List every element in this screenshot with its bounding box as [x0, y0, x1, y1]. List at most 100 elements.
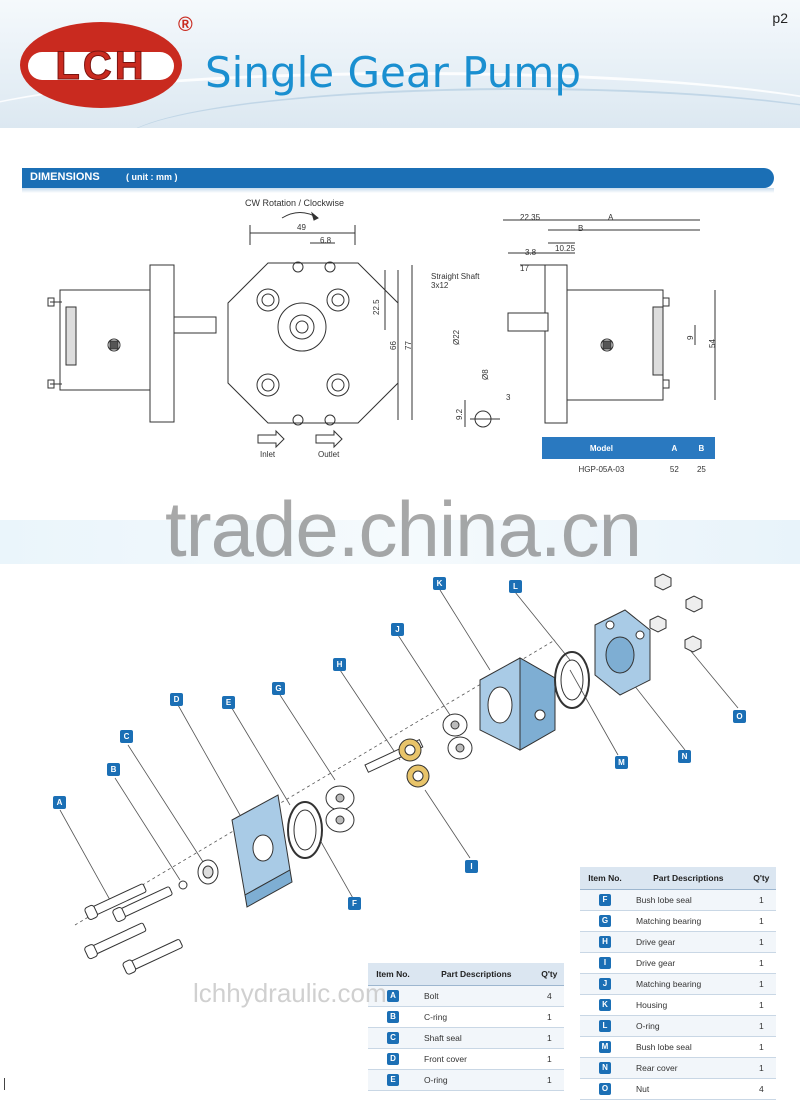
part-description: Bush lobe seal — [630, 1036, 747, 1058]
nuts — [649, 573, 703, 653]
part-qty: 1 — [746, 931, 776, 953]
dim-3: 3 — [506, 393, 511, 402]
part-qty: 1 — [746, 889, 776, 911]
dim-6-8: 6.8 — [320, 236, 332, 245]
part-description: Bush lobe seal — [630, 889, 747, 911]
item-no: F — [599, 894, 611, 906]
dim-49: 49 — [297, 223, 306, 232]
item-no: N — [599, 1062, 611, 1074]
bearing-j — [442, 713, 473, 760]
col-model: Model — [542, 437, 661, 459]
tag-m: M — [615, 756, 628, 769]
tag-f: F — [348, 897, 361, 910]
logo-text: LCH — [55, 44, 147, 89]
part-description: Drive gear — [630, 931, 747, 953]
part-qty: 1 — [746, 952, 776, 974]
bearing-g — [325, 785, 355, 833]
page-number: p2 — [772, 10, 788, 26]
exploded-view — [59, 573, 739, 975]
tag-g: G — [272, 682, 285, 695]
dimension-drawings — [47, 211, 716, 449]
tag-o: O — [733, 710, 746, 723]
part-qty: 1 — [534, 1069, 564, 1091]
col-a: A — [660, 437, 688, 459]
dim-A: A — [608, 213, 614, 222]
part-description: Bolt — [418, 985, 535, 1007]
side-view-right — [464, 219, 716, 428]
dim-B: B — [578, 224, 584, 233]
item-no: I — [599, 957, 611, 969]
col-qty: Q'ty — [746, 867, 776, 890]
item-no: H — [599, 936, 611, 948]
tag-j: J — [391, 623, 404, 636]
table-row: HGP-05A-03 52 25 — [542, 459, 715, 479]
part-qty: 1 — [534, 1006, 564, 1028]
item-no: M — [599, 1041, 611, 1053]
part-description: Front cover — [418, 1048, 535, 1070]
tag-k: K — [433, 577, 446, 590]
registered-mark: ® — [178, 14, 193, 36]
flow-arrows — [257, 429, 343, 449]
tag-e: E — [222, 696, 235, 709]
drive-gears — [364, 738, 430, 788]
item-no: A — [387, 990, 399, 1002]
model-table-header: Model A B — [542, 437, 715, 459]
light-band — [0, 520, 800, 564]
part-qty: 1 — [746, 910, 776, 932]
tag-d: D — [170, 693, 183, 706]
col-item-no: Item No. — [580, 867, 630, 890]
col-description: Part Descriptions — [630, 867, 747, 890]
page-title: Single Gear Pump — [205, 48, 581, 97]
col-description: Part Descriptions — [418, 963, 535, 986]
dim-dia-8: Ø8 — [481, 369, 490, 380]
dimensions-section-bar: DIMENSIONS ( unit : mm ) — [22, 168, 774, 188]
front-cover-part — [231, 794, 293, 908]
a-cell: 52 — [669, 464, 679, 474]
part-description: Rear cover — [630, 1057, 747, 1079]
dim-9: 9 — [686, 335, 695, 340]
item-no: E — [387, 1074, 399, 1086]
part-description: Drive gear — [630, 952, 747, 974]
header-wave — [120, 88, 800, 128]
item-no: J — [599, 978, 611, 990]
dimensions-heading: DIMENSIONS — [30, 171, 100, 183]
b-cell: 25 — [696, 464, 706, 474]
part-qty: 1 — [746, 1015, 776, 1037]
table-header: Item No. Part Descriptions Q'ty — [580, 867, 776, 890]
part-qty: 1 — [534, 1048, 564, 1070]
item-no: K — [599, 999, 611, 1011]
tag-h: H — [333, 658, 346, 671]
item-no: B — [387, 1011, 399, 1023]
logo-band — [28, 52, 174, 80]
tag-a: A — [53, 796, 66, 809]
dim-10-25: 10.25 — [555, 244, 576, 253]
dim-17: 17 — [520, 264, 529, 273]
parts-table-right: Item No. Part Descriptions Q'ty F Bush lo… — [580, 867, 776, 1100]
part-description: O-ring — [418, 1069, 535, 1091]
leader-lines — [59, 589, 739, 926]
item-no: D — [387, 1053, 399, 1065]
item-no: C — [387, 1032, 399, 1044]
part-qty: 1 — [746, 1036, 776, 1058]
brand-logo: LCH ® — [20, 14, 193, 114]
part-description: Nut — [630, 1078, 747, 1100]
tag-l: L — [509, 580, 522, 593]
page-header: LCH ® Single Gear Pump p2 — [0, 0, 800, 128]
part-qty: 1 — [534, 1027, 564, 1049]
model-cell: HGP-05A-03 — [578, 464, 625, 474]
part-description: Matching bearing — [630, 910, 747, 932]
header-wave — [0, 72, 800, 128]
outlet-label: Outlet — [318, 450, 340, 459]
unit-label: ( unit : mm ) — [126, 172, 178, 182]
bar-shadow — [22, 188, 774, 193]
part-description: Matching bearing — [630, 973, 747, 995]
